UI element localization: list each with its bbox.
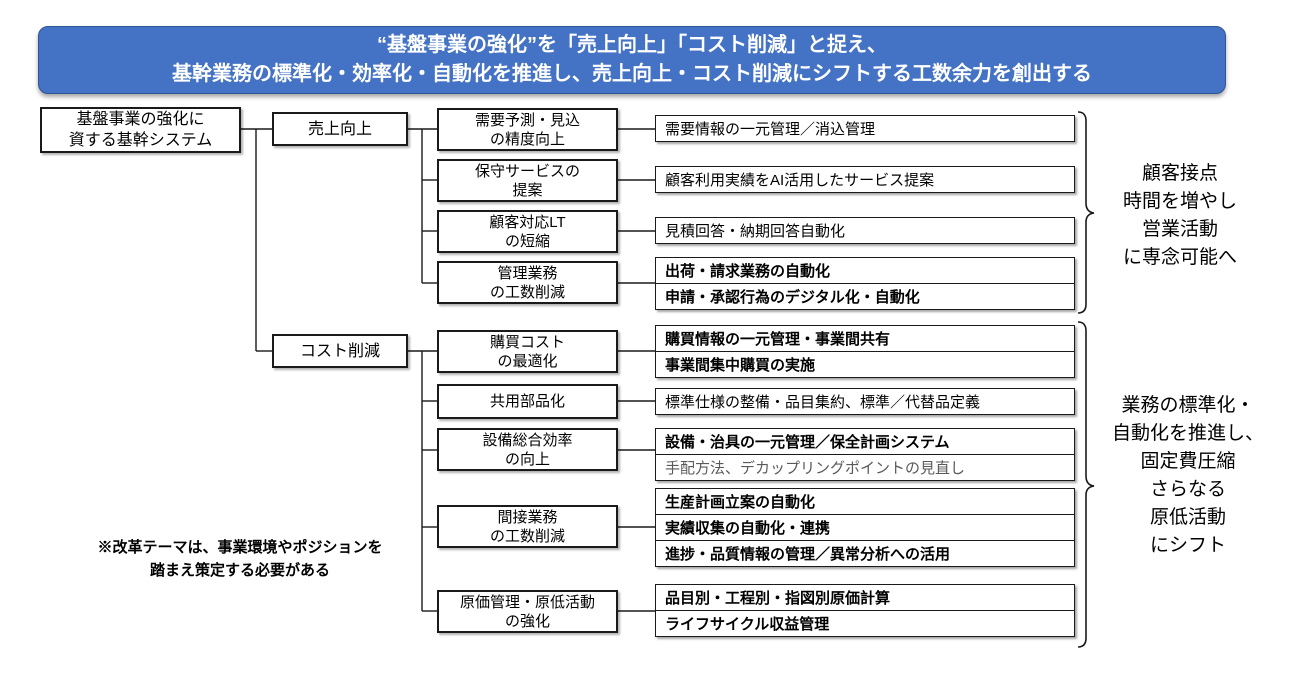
theme-label: 保守サービスの 提案 — [474, 162, 580, 199]
detail-box: 生産計画立案の自動化 — [655, 488, 1075, 515]
detail-box: 事業間集中購買の実施 — [655, 351, 1075, 378]
side-note-cost: 業務の標準化・ 自動化を推進し、 固定費圧縮 さらなる 原低活動 にシフト — [1111, 395, 1264, 556]
branch-label-sales: 売上向上 — [307, 120, 372, 138]
detail-group-indirect: 生産計画立案の自動化 実績収集の自動化・連携 進捗・品質情報の管理／異常分析への… — [655, 488, 1075, 567]
detail-box: 見積回答・納期回答自動化 — [655, 217, 1075, 244]
theme-box-indirect-workload: 間接業務 の工数削減 — [437, 505, 618, 548]
detail-label: 購買情報の一元管理・事業間共有 — [665, 331, 891, 348]
theme-box-customer-lt: 顧客対応LT の短縮 — [437, 210, 618, 253]
theme-box-equipment-efficiency: 設備総合効率 の向上 — [437, 428, 618, 471]
cost-group-brace — [1077, 321, 1095, 648]
detail-group-maintenance: 顧客利用実績をAI活用したサービス提案 — [655, 166, 1075, 193]
theme-box-cost-management: 原価管理・原低活動 の強化 — [437, 590, 618, 633]
theme-label: 設備総合効率 の向上 — [482, 431, 573, 468]
detail-label: 事業間集中購買の実施 — [665, 357, 816, 374]
theme-label: 購買コスト の最適化 — [489, 333, 565, 370]
theme-label: 間接業務 の工数削減 — [489, 508, 565, 545]
theme-box-admin-workload: 管理業務 の工数削減 — [437, 261, 618, 304]
detail-box: 手配方法、デカップリングポイントの見直し — [655, 454, 1075, 481]
detail-group-purchase: 購買情報の一元管理・事業間共有 事業間集中購買の実施 — [655, 325, 1075, 378]
detail-label: 顧客利用実績をAI活用したサービス提案 — [665, 172, 935, 189]
title-line-1: “基盤事業の強化”を「売上向上」「コスト削減」と捉え、 — [377, 34, 887, 56]
theme-box-maintenance-service: 保守サービスの 提案 — [437, 159, 618, 202]
title-line-2: 基幹業務の標準化・効率化・自動化を推進し、売上向上・コスト削減にシフトする工数余… — [172, 63, 1092, 85]
sales-group-brace — [1077, 111, 1095, 314]
detail-label: 進捗・品質情報の管理／異常分析への活用 — [665, 546, 951, 563]
detail-group-admin: 出荷・請求業務の自動化 申請・承認行為のデジタル化・自動化 — [655, 257, 1075, 310]
detail-box: 出荷・請求業務の自動化 — [655, 257, 1075, 284]
theme-box-purchase-cost: 購買コスト の最適化 — [437, 330, 618, 373]
branch-box-cost: コスト削減 — [272, 334, 408, 368]
theme-box-demand-forecast: 需要予測・見込 の精度向上 — [437, 108, 618, 151]
detail-box: 標準仕様の整備・品目集約、標準／代替品定義 — [655, 388, 1075, 415]
detail-group-demand: 需要情報の一元管理／消込管理 — [655, 115, 1075, 142]
detail-box: 申請・承認行為のデジタル化・自動化 — [655, 283, 1075, 310]
branch-box-sales: 売上向上 — [272, 112, 408, 146]
detail-label: 出荷・請求業務の自動化 — [665, 263, 831, 280]
detail-label: ライフサイクル収益管理 — [665, 616, 830, 633]
detail-box: 購買情報の一元管理・事業間共有 — [655, 325, 1075, 352]
detail-group-shared-parts: 標準仕様の整備・品目集約、標準／代替品定義 — [655, 388, 1075, 415]
title-banner: “基盤事業の強化”を「売上向上」「コスト削減」と捉え、 基幹業務の標準化・効率化… — [38, 26, 1226, 94]
detail-label: 標準仕様の整備・品目集約、標準／代替品定義 — [665, 394, 981, 411]
detail-label: 生産計画立案の自動化 — [665, 494, 816, 511]
detail-box: 進捗・品質情報の管理／異常分析への活用 — [655, 540, 1075, 567]
detail-group-equipment: 設備・治具の一元管理／保全計画システム 手配方法、デカップリングポイントの見直し — [655, 428, 1075, 481]
theme-label: 需要予測・見込 の精度向上 — [474, 111, 580, 148]
theme-label: 共用部品化 — [489, 393, 565, 410]
footnote: ※改革テーマは、事業環境やポジションを 踏まえ策定する必要がある — [97, 539, 383, 579]
detail-label: 品目別・工程別・指図別原価計算 — [665, 590, 891, 607]
detail-box: 設備・治具の一元管理／保全計画システム — [655, 428, 1075, 455]
detail-label: 設備・治具の一元管理／保全計画システム — [665, 434, 950, 451]
detail-box: ライフサイクル収益管理 — [655, 610, 1075, 637]
detail-label: 需要情報の一元管理／消込管理 — [665, 121, 876, 138]
theme-box-shared-parts: 共用部品化 — [437, 384, 618, 419]
detail-label: 手配方法、デカップリングポイントの見直し — [665, 460, 966, 477]
detail-box: 顧客利用実績をAI活用したサービス提案 — [655, 166, 1075, 193]
theme-label: 原価管理・原低活動 の強化 — [459, 593, 595, 630]
detail-label: 見積回答・納期回答自動化 — [665, 223, 846, 240]
detail-box: 実績収集の自動化・連携 — [655, 514, 1075, 541]
detail-box: 品目別・工程別・指図別原価計算 — [655, 584, 1075, 611]
detail-box: 需要情報の一元管理／消込管理 — [655, 115, 1075, 142]
detail-group-cost-mgmt: 品目別・工程別・指図別原価計算 ライフサイクル収益管理 — [655, 584, 1075, 637]
detail-label: 申請・承認行為のデジタル化・自動化 — [665, 289, 920, 306]
branch-label-cost: コスト削減 — [299, 342, 380, 360]
root-box: 基盤事業の強化に 資する基幹システム — [40, 107, 241, 153]
side-note-sales: 顧客接点 時間を増やし 営業活動 に専念可能へ — [1122, 163, 1237, 268]
theme-label: 管理業務 の工数削減 — [489, 264, 565, 301]
root-label: 基盤事業の強化に 資する基幹システム — [68, 111, 213, 149]
detail-group-customer-lt: 見積回答・納期回答自動化 — [655, 217, 1075, 244]
detail-label: 実績収集の自動化・連携 — [665, 520, 831, 537]
theme-label: 顧客対応LT の短縮 — [489, 213, 566, 250]
